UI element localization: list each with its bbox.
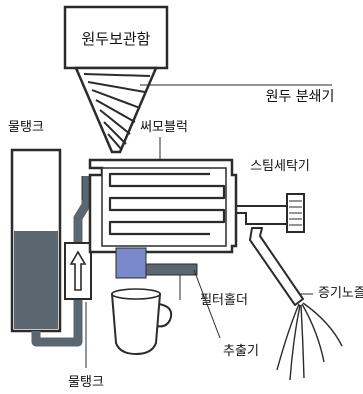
extractor-leader <box>193 269 221 339</box>
steam-tank-label: 스팀세탁기 <box>250 159 310 174</box>
heating-coil <box>108 172 226 236</box>
steam-tank-gauge <box>289 200 302 226</box>
bean-hopper-box <box>63 5 169 70</box>
filter-handle <box>145 263 198 276</box>
coffee-cup-handle <box>156 303 173 328</box>
steam-nozzle-arm <box>249 227 304 306</box>
pump-arrow-icon <box>69 250 87 291</box>
steam-jets <box>276 302 343 381</box>
coffee-cup-rim <box>111 288 161 300</box>
bean-hopper-label: 원두보관함 <box>81 30 150 48</box>
extractor-label: 추출기 <box>223 344 259 359</box>
water-tank-label-bottom: 물탱크 <box>68 375 104 390</box>
filter-holder-label: 필터홀더 <box>200 293 248 308</box>
filter-holder <box>115 247 147 279</box>
steam-nozzle-label: 증기노즐 <box>318 286 363 301</box>
grinder-label: 원두 분쇄기 <box>266 89 335 105</box>
grinder-funnel <box>74 66 158 154</box>
thermoblock-label: 써모블럭 <box>140 120 188 135</box>
water-tank-water <box>14 231 58 329</box>
water-tank-label-top: 물탱크 <box>8 120 44 135</box>
steam-pipe-lower <box>236 212 288 225</box>
